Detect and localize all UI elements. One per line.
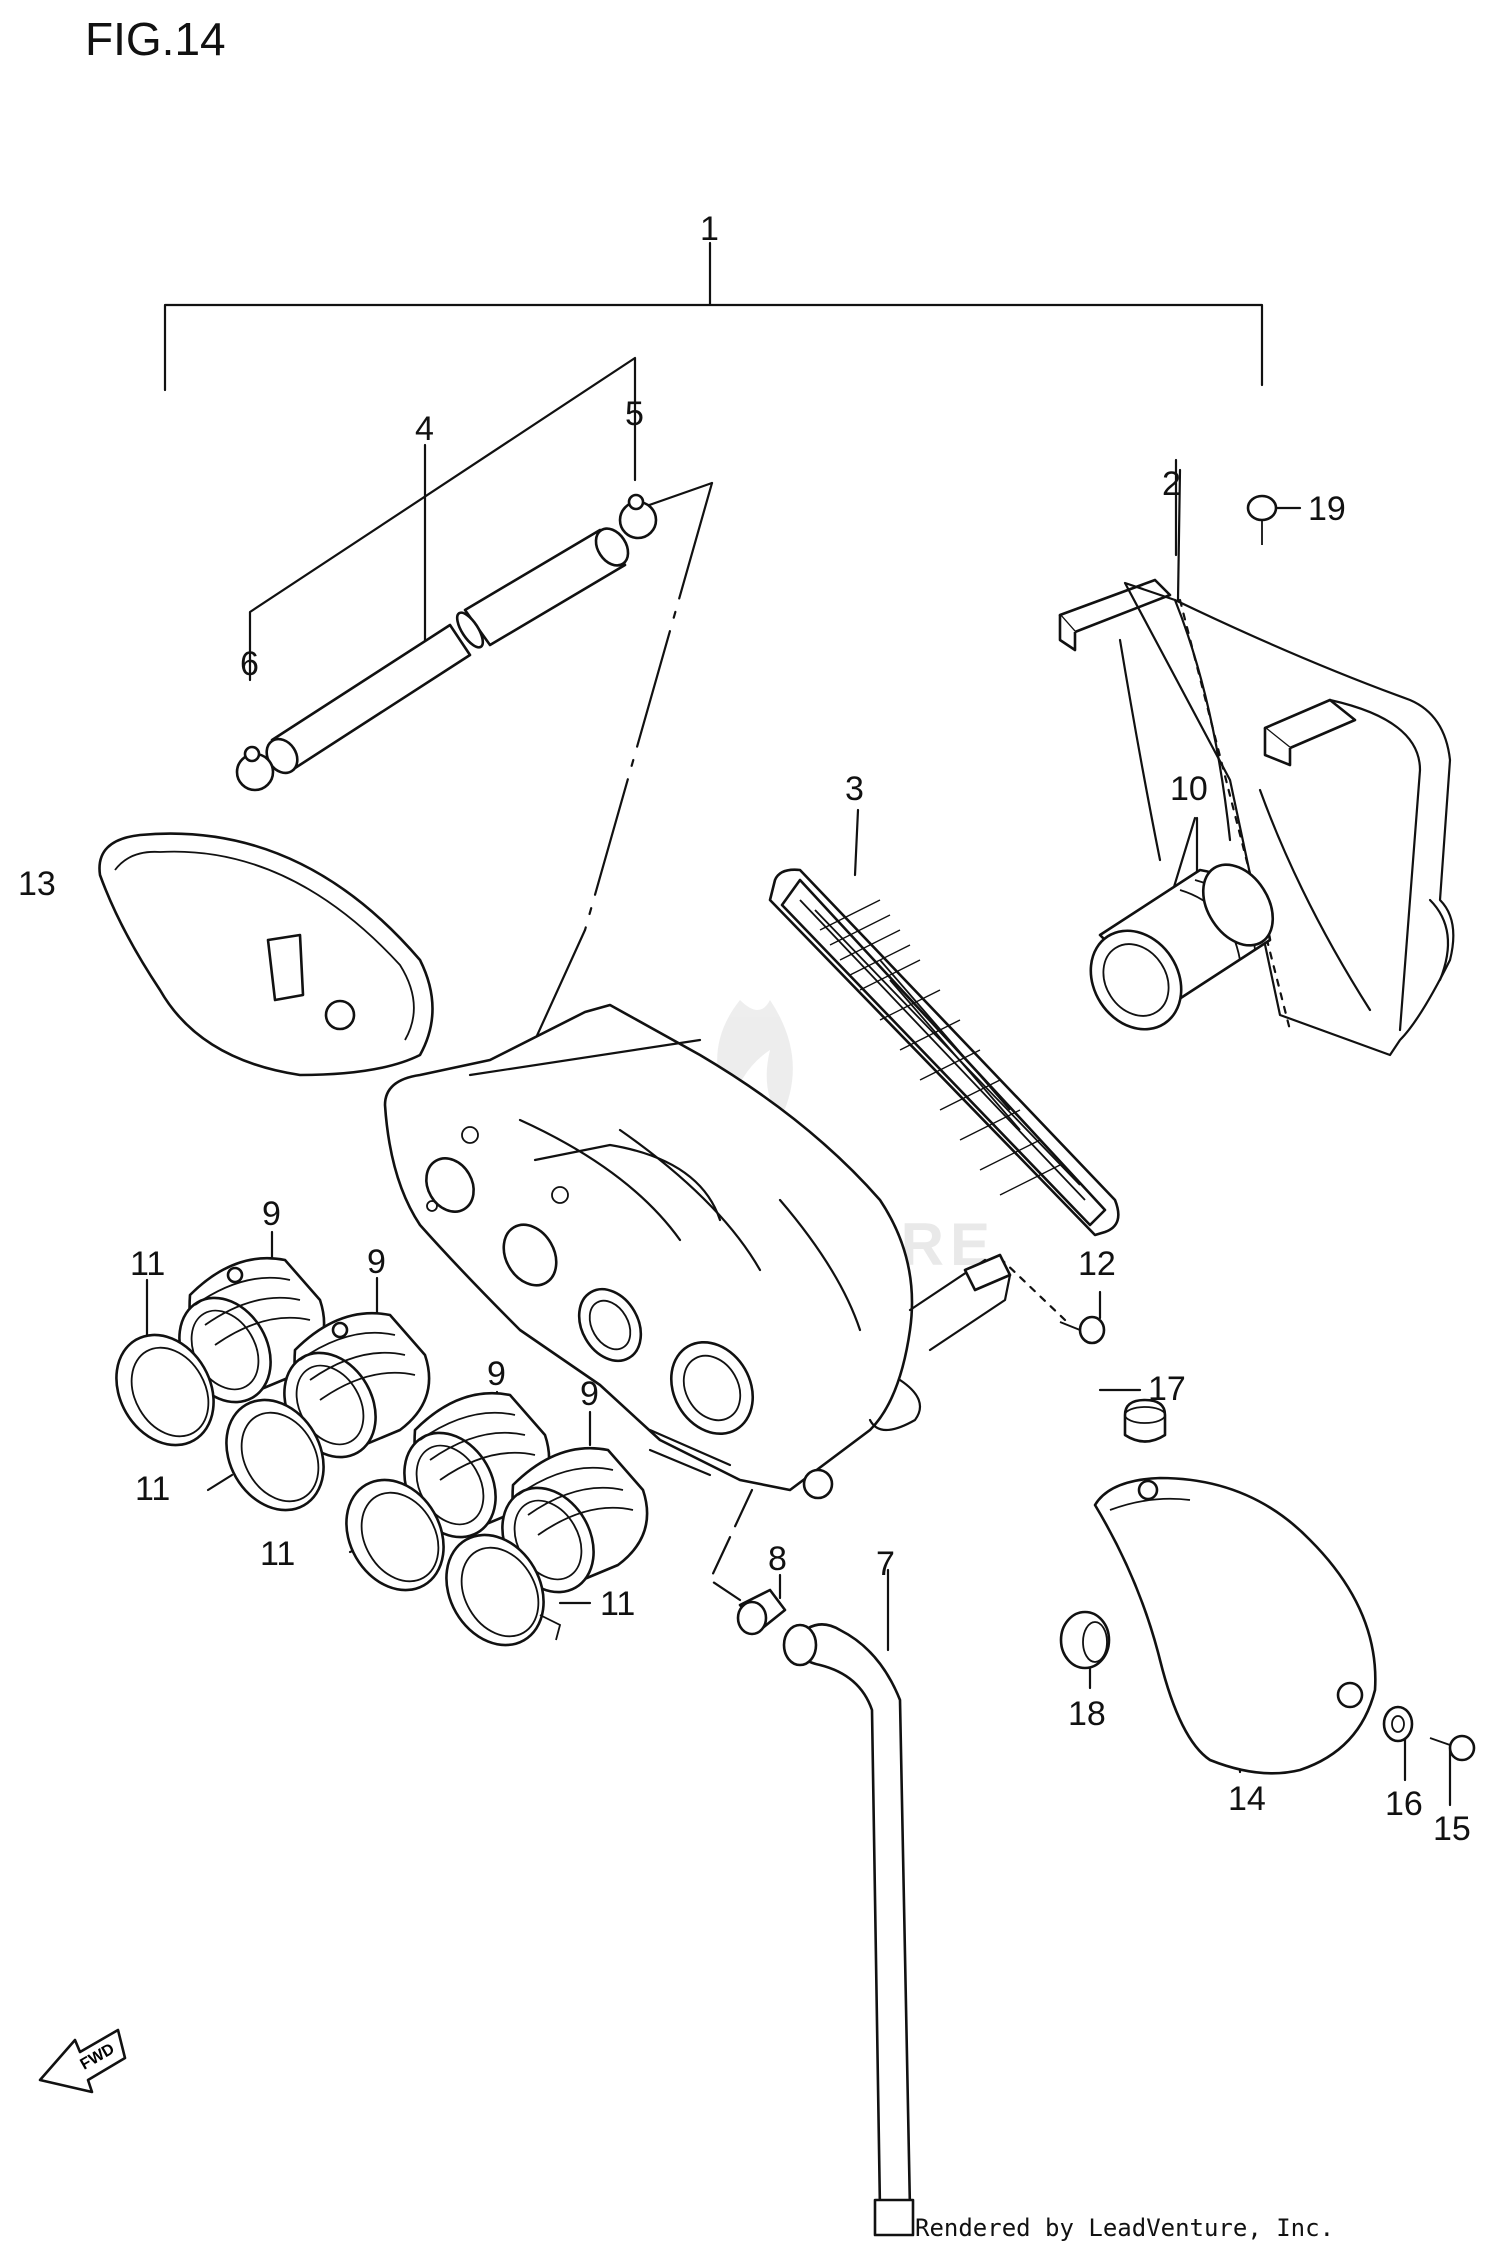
fwd-arrow: FWD — [38, 2028, 127, 2094]
callout-6: 6 — [240, 645, 259, 683]
part-hose — [265, 527, 630, 775]
callout-17: 17 — [1148, 1370, 1186, 1408]
callout-11a: 11 — [130, 1245, 165, 1283]
part-cover-right — [1093, 1476, 1377, 1775]
callout-3: 3 — [845, 770, 864, 808]
callout-11c: 11 — [260, 1535, 295, 1573]
credit-text: Rendered by LeadVenture, Inc. — [915, 2214, 1334, 2242]
figure-title: FIG.14 — [85, 13, 226, 65]
callouts: 1 2 3 4 5 6 7 8 9 9 9 9 10 11 11 11 11 1… — [18, 210, 1471, 1848]
part-hose-clamp — [736, 1588, 787, 1636]
part-cover-left — [98, 832, 434, 1077]
callout-4: 4 — [415, 410, 434, 448]
callout-13: 13 — [18, 865, 56, 903]
part-band-clamp — [115, 1333, 562, 1647]
callout-9a: 9 — [262, 1195, 281, 1233]
callout-2: 2 — [1162, 465, 1181, 503]
callout-8: 8 — [768, 1540, 787, 1578]
part-intake-duct — [1089, 863, 1275, 1031]
part-grommet — [1059, 1398, 1414, 1743]
part-clamp — [235, 493, 658, 792]
callout-11b: 11 — [135, 1470, 170, 1508]
part-air-cleaner-case — [383, 1003, 1012, 1500]
callout-18: 18 — [1068, 1695, 1106, 1733]
callout-12: 12 — [1078, 1245, 1116, 1283]
callout-9b: 9 — [367, 1243, 386, 1281]
part-drain-hose — [782, 1623, 915, 2237]
callout-7: 7 — [876, 1545, 895, 1583]
callout-14: 14 — [1228, 1780, 1266, 1818]
part-screw — [1059, 494, 1476, 1762]
callout-16: 16 — [1385, 1785, 1423, 1823]
callout-9d: 9 — [580, 1375, 599, 1413]
callout-11d: 11 — [600, 1585, 635, 1623]
assembly-bracket — [163, 241, 1264, 392]
callout-15: 15 — [1433, 1810, 1471, 1848]
callout-19: 19 — [1308, 490, 1346, 528]
callout-10: 10 — [1170, 770, 1208, 808]
callout-5: 5 — [625, 395, 644, 433]
part-filter — [768, 868, 1120, 1237]
callout-9c: 9 — [487, 1355, 506, 1393]
callout-1: 1 — [700, 210, 719, 248]
part-upper-housing — [1058, 578, 1455, 1057]
